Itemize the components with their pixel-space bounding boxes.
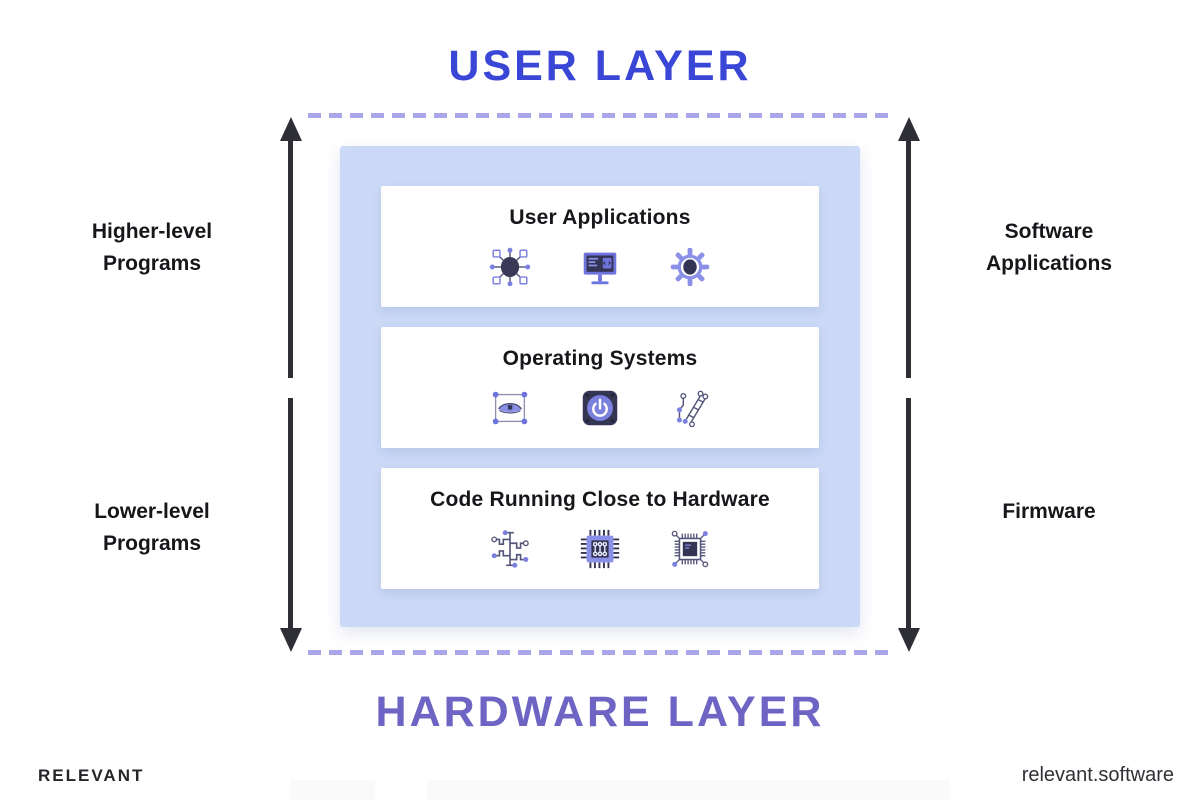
gear-icon (670, 247, 710, 287)
box-title: Code Running Close to Hardware (430, 488, 770, 511)
footer-strip (290, 780, 375, 800)
monitor-code-icon (583, 252, 617, 285)
layer-box-code-close-to-hardware: Code Running Close to Hardware (381, 468, 819, 589)
website-credit: relevant.software (1021, 764, 1174, 786)
arrowhead-down-icon (898, 628, 920, 652)
user-layer-title: USER LAYER (448, 42, 752, 90)
layer-box-user-applications: User Applications (381, 186, 819, 307)
icon-row (381, 244, 819, 290)
user-layer-dashed-divider (308, 113, 892, 118)
cpu-icon (671, 530, 709, 568)
arrow-shaft (288, 140, 293, 378)
eye-selection-icon (492, 391, 528, 425)
footer-strip (427, 780, 950, 800)
arrowhead-up-icon (280, 117, 302, 141)
circuit-pen-icon (676, 390, 709, 428)
layer-box-operating-systems: Operating Systems (381, 327, 819, 448)
software-stack-panel: User Applications (340, 146, 860, 627)
arrowhead-up-icon (898, 117, 920, 141)
circuit-traces-icon (491, 530, 529, 568)
arrowhead-down-icon (280, 628, 302, 652)
label-higher-level-programs: Higher-level Programs (91, 220, 213, 275)
box-title: User Applications (509, 206, 691, 229)
box-title: Operating Systems (502, 347, 698, 370)
ai-network-icon (489, 247, 531, 287)
label-lower-level-programs: Lower-level Programs (94, 500, 210, 555)
arrow-shaft (906, 140, 911, 378)
chip-icon (580, 529, 620, 569)
icon-row (381, 526, 819, 572)
arrow-shaft (906, 398, 911, 628)
hardware-layer-dashed-divider (308, 650, 892, 655)
label-software-applications: Software Applications (985, 220, 1112, 275)
arrow-shaft (288, 398, 293, 628)
hardware-layer-title: HARDWARE LAYER (375, 688, 825, 736)
power-button-icon (582, 390, 618, 426)
label-firmware: Firmware (1002, 500, 1096, 523)
icon-row (381, 385, 819, 431)
relevant-logo: RELEVANT (38, 766, 145, 785)
